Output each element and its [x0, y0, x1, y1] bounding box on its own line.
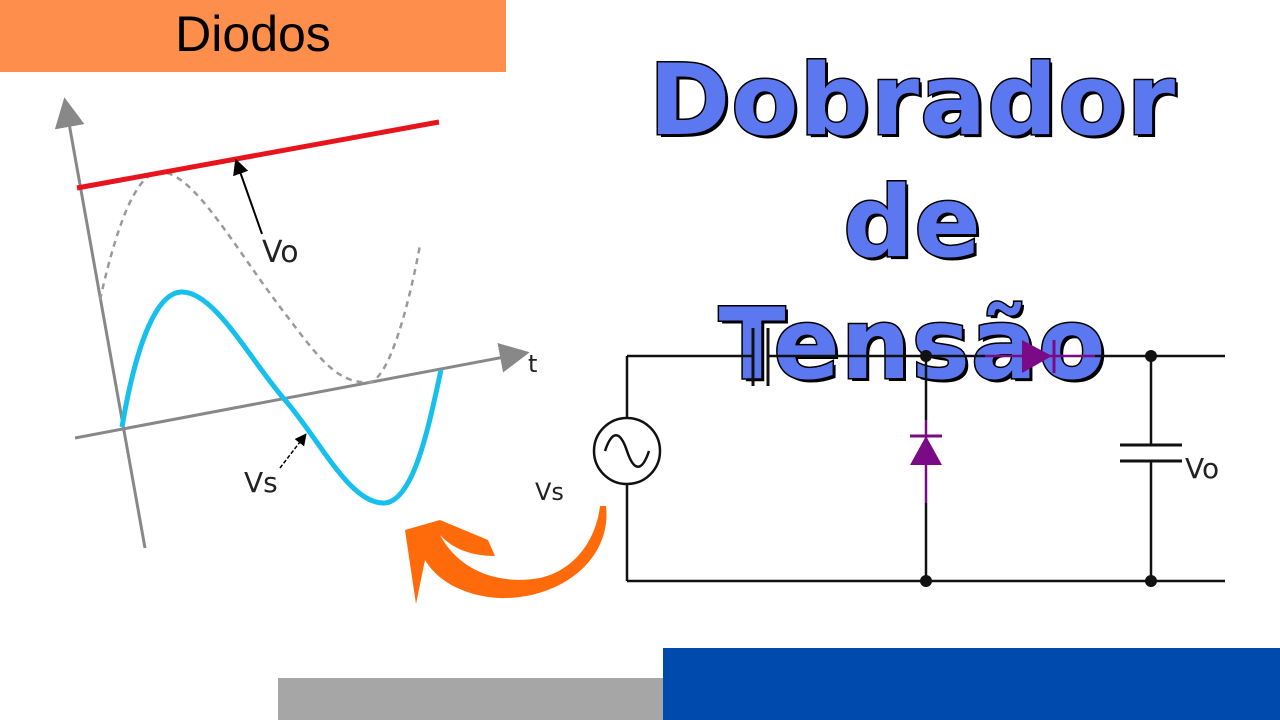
vs-curve [119, 289, 444, 506]
graph-label-vo: Vo [262, 235, 299, 270]
shunt-diode-icon [910, 420, 942, 503]
dashed-curve [98, 170, 422, 384]
ac-source-icon [592, 416, 662, 486]
vs-pointer-arrow [279, 433, 307, 469]
category-label: Diodos [175, 6, 331, 62]
waveform-graph: t Vo Vs [54, 97, 537, 549]
footer-bar-blue [663, 648, 1280, 720]
curved-arrow-icon [405, 506, 607, 604]
title-line-1: Dobrador de [647, 43, 1177, 282]
graph-label-vs: Vs [244, 466, 278, 499]
circuit-label-vo: Vo [1185, 452, 1219, 485]
series-diode-icon [985, 340, 1095, 373]
axis-label-t: t [528, 350, 537, 378]
junction-dots [920, 350, 1157, 587]
category-tag: Diodos [0, 0, 506, 72]
title-line-2: Tensão [717, 287, 1107, 404]
vo-pointer-arrow [233, 158, 263, 235]
y-axis [54, 97, 147, 549]
footer-bar-gray [278, 678, 664, 720]
x-axis [74, 343, 530, 440]
vo-line [76, 119, 440, 191]
page-title: Dobrador de Tensão [580, 40, 1245, 406]
circuit-label-vs: Vs [535, 478, 564, 506]
